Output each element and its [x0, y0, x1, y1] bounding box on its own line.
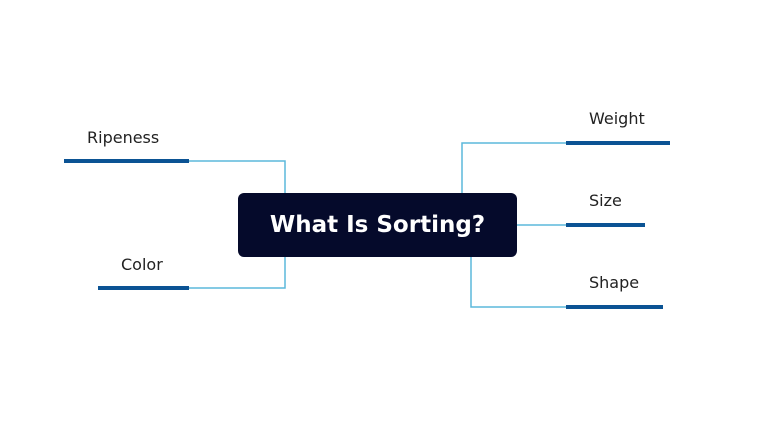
connector-weight — [461, 142, 566, 193]
connector-ripeness — [189, 160, 286, 193]
connector-shape — [470, 257, 566, 308]
branch-label-ripeness: Ripeness — [87, 128, 160, 147]
central-topic-node: What Is Sorting? — [238, 193, 517, 257]
central-topic-label: What Is Sorting? — [269, 212, 486, 238]
branch-label-color: Color — [121, 255, 163, 274]
branch-label-size: Size — [589, 191, 622, 210]
branch-label-shape: Shape — [589, 273, 640, 292]
connector-color — [189, 257, 286, 289]
branch-label-weight: Weight — [589, 109, 645, 128]
